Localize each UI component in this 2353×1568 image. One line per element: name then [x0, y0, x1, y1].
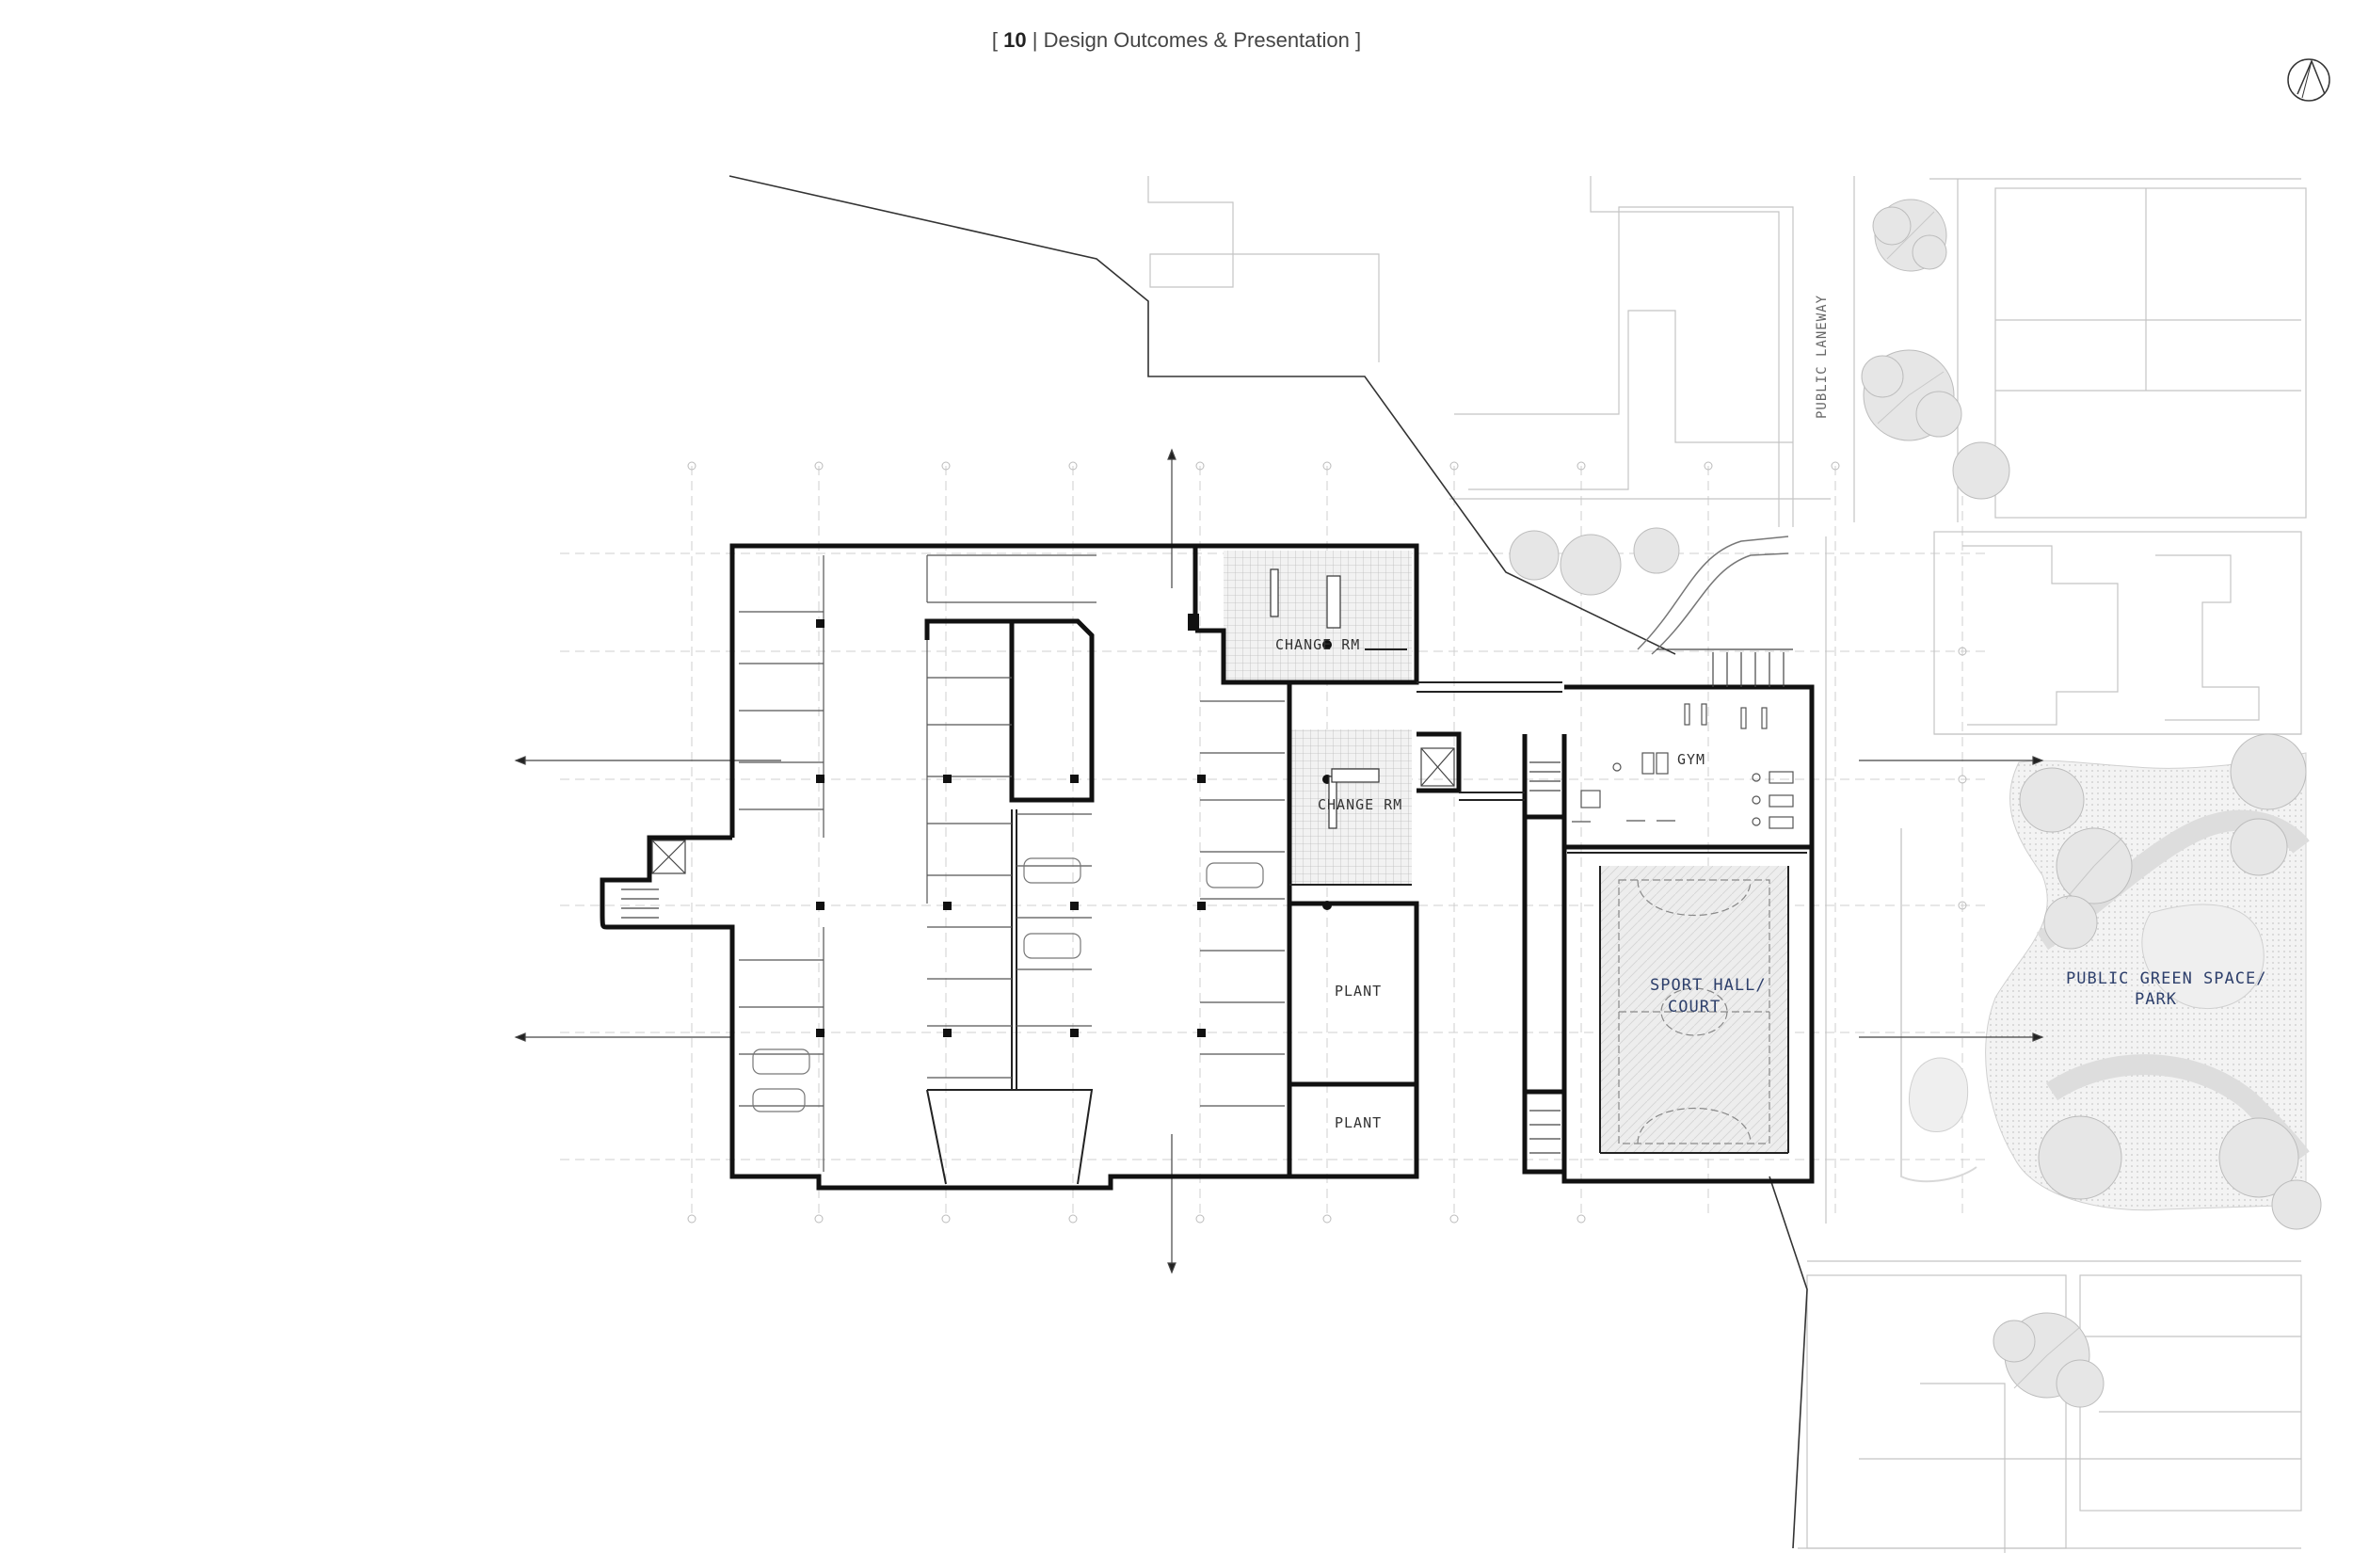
change-room-fixtures [1270, 568, 1380, 829]
header-bracket: [ [991, 28, 999, 52]
site-boundary [728, 175, 1676, 655]
label-court: COURT [1668, 998, 1721, 1016]
north-arrow-icon [2287, 58, 2330, 102]
label-sport-hall: SPORT HALL/ [1650, 976, 1767, 995]
label-change-room-upper: CHANGE RM [1275, 636, 1360, 653]
label-park: PARK [2135, 990, 2177, 1009]
change-room-upper-floor [1224, 551, 1412, 682]
walls [600, 543, 1815, 1191]
label-green-space: PUBLIC GREEN SPACE/ [2066, 969, 2266, 988]
label-plant-upper: PLANT [1335, 983, 1382, 1000]
thin-walls [926, 648, 1807, 1185]
site-context [1147, 176, 2307, 1553]
court-markings [1618, 879, 1770, 1144]
gym-equipment [1572, 703, 1794, 829]
chapter-title: | Design Outcomes & Presentation ] [1032, 28, 1362, 52]
driveway-ramp [1637, 536, 1789, 650]
label-gym: GYM [1677, 751, 1705, 768]
stairs-and-lifts [621, 648, 1793, 1154]
change-room-lower-floor [1289, 729, 1412, 885]
car-icon [752, 857, 1264, 1112]
site-boundary-south [1769, 1176, 1808, 1549]
tree-branches [1877, 211, 2123, 1389]
parking-bays [739, 554, 1285, 1172]
section-markers [514, 448, 2044, 1274]
label-change-room-lower: CHANGE RM [1318, 796, 1402, 813]
page-header: [ 10 | Design Outcomes & Presentation ] [0, 28, 2353, 53]
chapter-number: 10 [1003, 28, 1027, 52]
sport-court-floor [1600, 866, 1788, 1153]
label-plant-lower: PLANT [1335, 1114, 1382, 1131]
label-public-laneway: PUBLIC LANEWAY [1815, 295, 1830, 419]
